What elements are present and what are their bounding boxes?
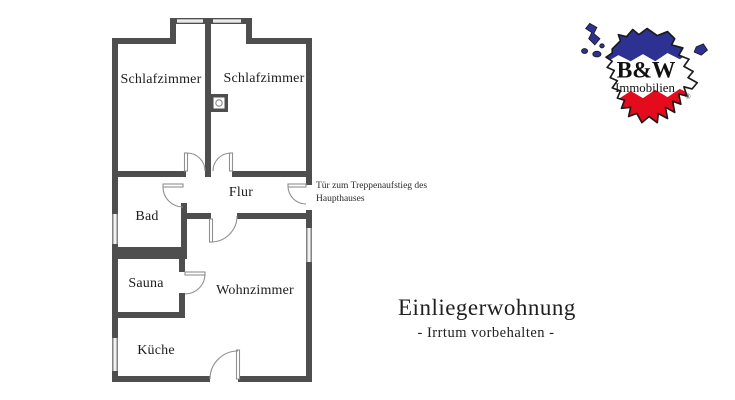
wall-right-lower (306, 210, 312, 382)
wall-sauna-right-upper (179, 253, 185, 272)
door-entrance (287, 183, 307, 205)
page-title: Einliegerwohnung (398, 295, 576, 320)
window-kueche (112, 338, 118, 371)
logo-wordmark: B&W (617, 58, 676, 84)
logo-map-outline (605, 27, 699, 124)
logo-subtitle: Immobilien (615, 81, 675, 95)
room-label-kueche: Küche (137, 343, 175, 358)
registered-trademark-icon: ® (685, 93, 691, 101)
caption: Einliegerwohnung - Irrtum vorbehalten - (398, 295, 576, 342)
wall-bedroom-divider (205, 22, 211, 177)
wall-sauna-top (112, 253, 187, 259)
door-bad (162, 183, 184, 208)
window-wohnzimmer (306, 228, 312, 262)
door-wohnzimmer (208, 215, 238, 243)
wall-sauna-right-lower (179, 293, 185, 318)
window-bad (112, 214, 118, 244)
wall-right-upper (306, 38, 312, 185)
chimney-icon (210, 94, 228, 112)
wall-bay-top (170, 18, 252, 24)
wall-left-outer (112, 38, 118, 382)
wall-flur-north-left (112, 171, 186, 177)
wall-bad-bottom (112, 247, 187, 253)
logo-map-islands (581, 22, 709, 58)
wall-segments (112, 18, 312, 382)
window-markers (112, 19, 312, 371)
room-label-schlafzimmer-right: Schlafzimmer (223, 71, 305, 86)
door-schlafzimmer-right (212, 152, 234, 172)
wall-bottom-right (238, 376, 312, 382)
entrance-annotation-line2: Haupthauses (316, 194, 365, 205)
room-label-sauna: Sauna (128, 276, 164, 291)
wall-top-right-bedroom (246, 38, 312, 44)
door-symbols (162, 152, 307, 380)
wall-flur-south-right (237, 213, 312, 219)
wall-flur-north-right (232, 171, 312, 177)
room-label-schlafzimmer-left: Schlafzimmer (120, 72, 202, 87)
room-label-flur: Flur (228, 185, 254, 200)
door-sauna (184, 271, 206, 295)
wall-flur-south-left (181, 213, 211, 219)
door-schlafzimmer-left (183, 152, 206, 172)
page-subtitle: - Irrtum vorbehalten - (417, 325, 555, 341)
wall-bay-left (170, 18, 176, 44)
door-kueche (209, 349, 241, 380)
room-label-wohnzimmer: Wohnzimmer (216, 283, 294, 298)
wall-top-left-bedroom (112, 38, 176, 44)
wall-bad-right (181, 203, 187, 253)
wall-bay-right (246, 18, 252, 44)
wall-sauna-bottom (112, 312, 185, 318)
window-bay-right (213, 19, 241, 23)
entrance-annotation: Tür zum Treppenaufstieg des Haupthauses (316, 180, 466, 207)
wall-bottom-left (112, 376, 210, 382)
entrance-annotation-line1: Tür zum Treppenaufstieg des (316, 181, 428, 191)
room-label-bad: Bad (135, 209, 159, 224)
company-logo: B&W Immobilien ® (581, 22, 709, 124)
window-bay-left (177, 19, 203, 23)
